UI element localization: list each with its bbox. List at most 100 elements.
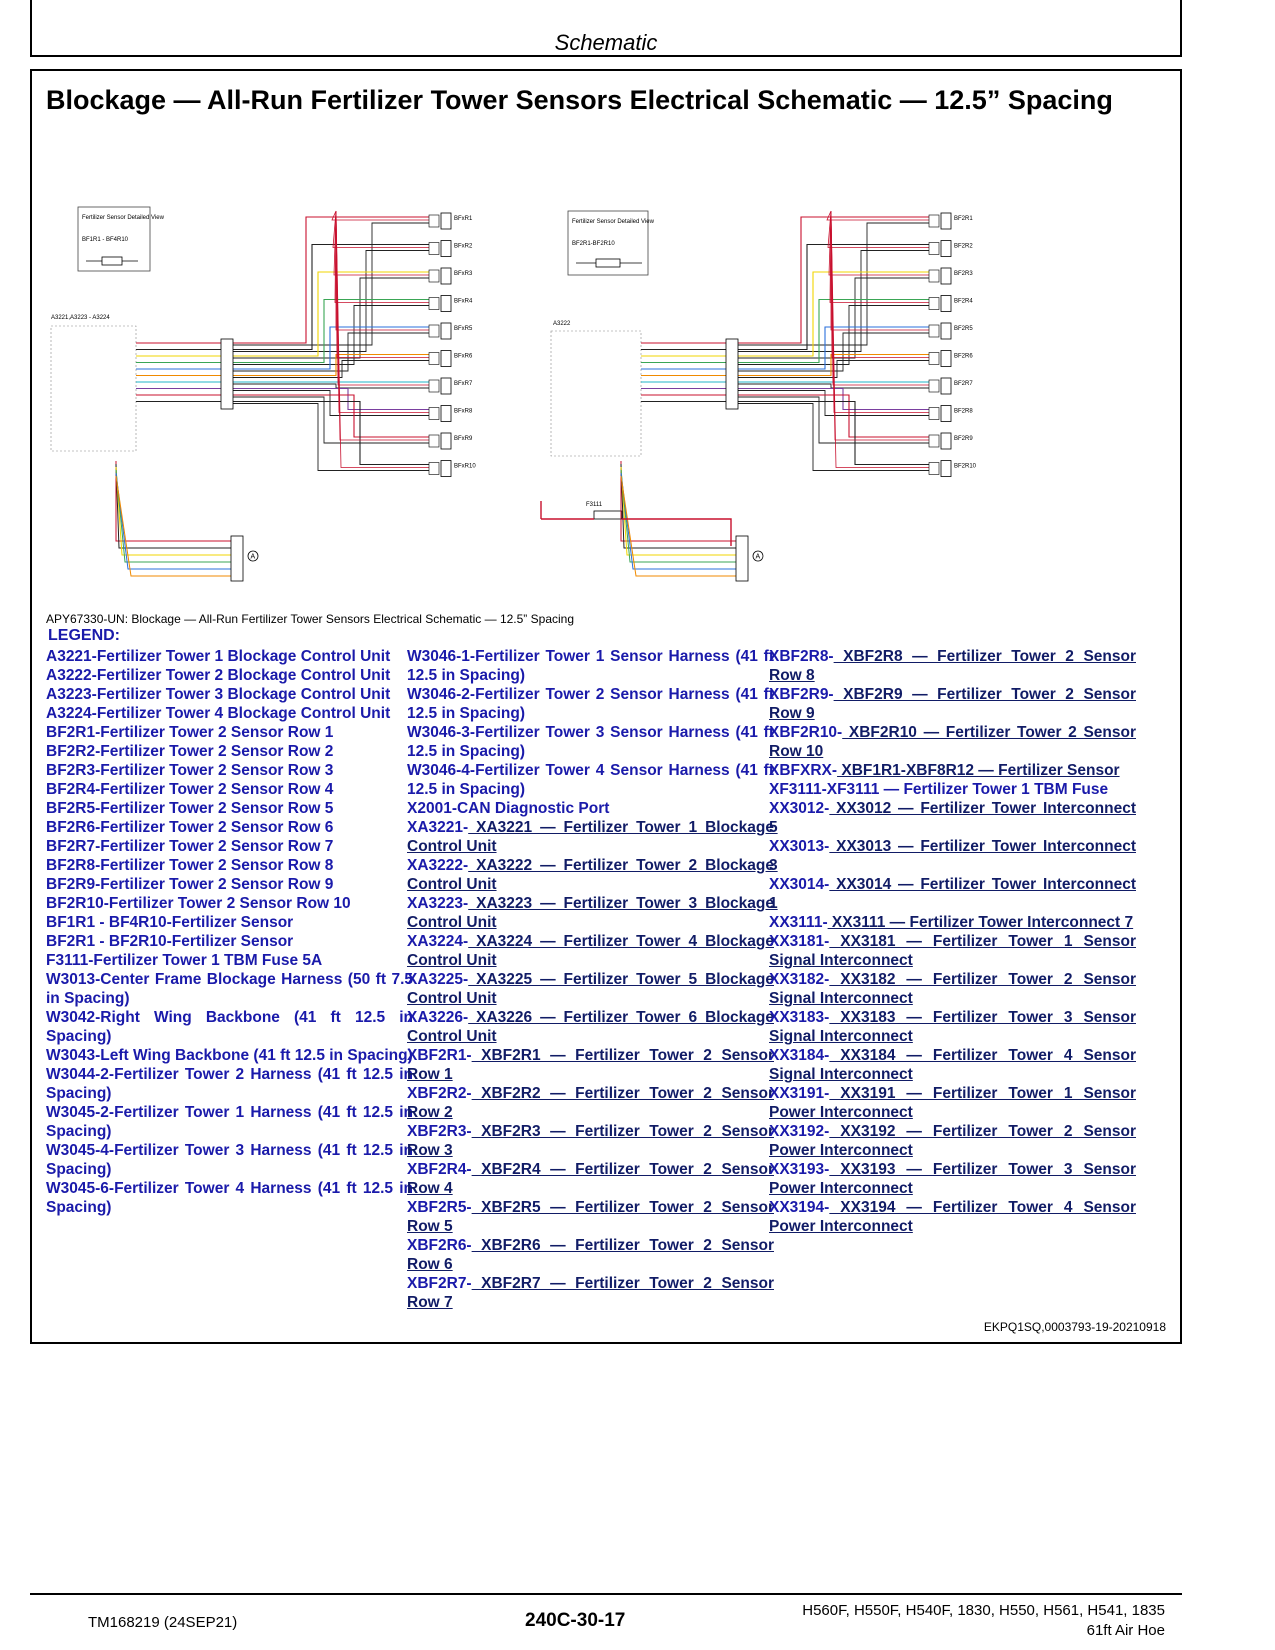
legend-link: XA3223 — Fertilizer Tower 3 Blockage Con… [407, 895, 774, 931]
legend-code: XX3193- [769, 1161, 830, 1178]
legend-item[interactable]: XX3013- XX3013 — Fertilizer Tower Interc… [769, 837, 1136, 875]
legend-item[interactable]: XBF2R6- XBF2R6 — Fertilizer Tower 2 Sens… [407, 1236, 774, 1274]
wire [233, 222, 429, 346]
sensor-connector [928, 434, 940, 448]
wire [620, 475, 736, 577]
right-detail-title: Fertilizer Sensor Detailed View [572, 219, 655, 225]
legend-text: CAN Diagnostic Port [456, 800, 610, 817]
legend-code: BF2R3- [46, 762, 101, 779]
legend-item: BF2R6-Fertilizer Tower 2 Sensor Row 6 [46, 818, 413, 837]
wire [830, 211, 929, 331]
legend-item[interactable]: XBFXRX- XBF1R1-XBF8R12 — Fertilizer Sens… [769, 761, 1136, 780]
sensor-label: BFxR10 [454, 464, 476, 470]
legend-item: XF3111-XF3111 — Fertilizer Tower 1 TBM F… [769, 780, 1136, 799]
legend-code: XBF2R7- [407, 1275, 472, 1292]
legend-item[interactable]: XBF2R8- XBF2R8 — Fertilizer Tower 2 Sens… [769, 647, 1136, 685]
wire [620, 466, 736, 556]
legend-code: XX3191- [769, 1085, 830, 1102]
legend-item[interactable]: XBF2R5- XBF2R5 — Fertilizer Tower 2 Sens… [407, 1198, 774, 1236]
wire [233, 277, 429, 359]
legend-item[interactable]: XX3182- XX3182 — Fertilizer Tower 2 Sens… [769, 970, 1136, 1008]
legend-item: A3222-Fertilizer Tower 2 Blockage Contro… [46, 666, 413, 685]
sensor-connector [928, 242, 940, 255]
legend-item[interactable]: XX3183- XX3183 — Fertilizer Tower 3 Sens… [769, 1008, 1136, 1046]
legend-text: Fertilizer Tower 3 Harness (41 ft 12.5 i… [46, 1142, 413, 1178]
legend-code: XA3222- [407, 857, 469, 874]
legend-item[interactable]: XX3012- XX3012 — Fertilizer Tower Interc… [769, 799, 1136, 837]
legend-item[interactable]: XX3181- XX3181 — Fertilizer Tower 1 Sens… [769, 932, 1136, 970]
sensor-connector [428, 242, 440, 255]
legend-link: XBF1R1-XBF8R12 — Fertilizer Sensor [837, 762, 1120, 779]
wire [115, 466, 231, 556]
legend-link: XBF2R7 — Fertilizer Tower 2 Sensor Row 7 [407, 1275, 774, 1311]
legend-item[interactable]: XBF2R9- XBF2R9 — Fertilizer Tower 2 Sens… [769, 685, 1136, 723]
wire [738, 277, 929, 359]
legend-column-2: W3046-1-Fertilizer Tower 1 Sensor Harnes… [407, 647, 774, 1312]
legend-code: XX3194- [769, 1199, 830, 1216]
legend-code: A3222- [46, 667, 97, 684]
legend-item[interactable]: XX3191- XX3191 — Fertilizer Tower 1 Sens… [769, 1084, 1136, 1122]
models: H560F, H550F, H540F, 1830, H550, H561, H… [802, 1602, 1165, 1619]
legend-item: BF2R4-Fertilizer Tower 2 Sensor Row 4 [46, 780, 413, 799]
wire [233, 396, 429, 444]
legend-item[interactable]: XX3193- XX3193 — Fertilizer Tower 3 Sens… [769, 1160, 1136, 1198]
wire [828, 210, 929, 276]
page-number: 240C-30-17 [525, 1610, 626, 1631]
legend-item[interactable]: XA3226- XA3226 — Fertilizer Tower 6 Bloc… [407, 1008, 774, 1046]
document-id: EKPQ1SQ,0003793-19-20210918 [983, 1320, 1166, 1334]
legend-item[interactable]: XX3184- XX3184 — Fertilizer Tower 4 Sens… [769, 1046, 1136, 1084]
legend-item: BF2R2-Fertilizer Tower 2 Sensor Row 2 [46, 742, 413, 761]
wire [738, 387, 929, 411]
sensor-label: BFxR4 [454, 299, 473, 305]
wire [233, 394, 429, 438]
wire [738, 243, 929, 351]
legend-item[interactable]: XA3223- XA3223 — Fertilizer Tower 3 Bloc… [407, 894, 774, 932]
legend-item[interactable]: XBF2R2- XBF2R2 — Fertilizer Tower 2 Sens… [407, 1084, 774, 1122]
fertilizer-sensor-icon [440, 377, 452, 395]
legend-text: Fertilizer Tower 2 Sensor Row 8 [100, 857, 334, 874]
legend-text: Fertilizer Tower 2 Sensor Row 9 [100, 876, 334, 893]
legend-code: BF2R1 - BF2R10- [46, 933, 172, 950]
legend-item[interactable]: XBF2R4- XBF2R4 — Fertilizer Tower 2 Sens… [407, 1160, 774, 1198]
legend-text: Fertilizer Tower 2 Blockage Control Unit [96, 667, 391, 684]
legend-code: BF2R8- [46, 857, 101, 874]
wire [829, 210, 929, 303]
schematic-section: Blockage — All-Run Fertilizer Tower Sens… [30, 69, 1182, 1344]
legend-item[interactable]: XX3194- XX3194 — Fertilizer Tower 4 Sens… [769, 1198, 1136, 1236]
wire [233, 353, 429, 377]
legend-item[interactable]: XA3222- XA3222 — Fertilizer Tower 2 Bloc… [407, 856, 774, 894]
legend-link: XX3194 — Fertilizer Tower 4 Sensor Power… [769, 1199, 1136, 1235]
page-header: Schematic [30, 0, 1182, 57]
wire [233, 383, 429, 389]
fertilizer-sensor-icon [940, 322, 952, 340]
legend-link: XBF2R2 — Fertilizer Tower 2 Sensor Row 2 [407, 1085, 774, 1121]
fertilizer-sensor-icon [440, 432, 452, 450]
legend-text: Fertilizer Tower 4 Blockage Control Unit [96, 705, 391, 722]
wire [738, 353, 929, 377]
legend-item[interactable]: XX3192- XX3192 — Fertilizer Tower 2 Sens… [769, 1122, 1136, 1160]
legend-item[interactable]: XX3014- XX3014 — Fertilizer Tower Interc… [769, 875, 1136, 913]
legend-item[interactable]: XBF2R7- XBF2R7 — Fertilizer Tower 2 Sens… [407, 1274, 774, 1312]
legend-item: F3111-Fertilizer Tower 1 TBM Fuse 5A [46, 951, 413, 970]
legend-text: Right Wing Backbone (41 ft 12.5 in Spaci… [46, 1009, 413, 1045]
legend-item[interactable]: XX3111- XX3111 — Fertilizer Tower Interc… [769, 913, 1136, 932]
legend-code: XBF2R5- [407, 1199, 472, 1216]
legend-item[interactable]: XBF2R10- XBF2R10 — Fertilizer Tower 2 Se… [769, 723, 1136, 761]
legend-link: XA3222 — Fertilizer Tower 2 Blockage Con… [407, 857, 774, 893]
wire [332, 210, 429, 248]
legend-item: A3223-Fertilizer Tower 3 Blockage Contro… [46, 685, 413, 704]
legend-item[interactable]: XBF2R3- XBF2R3 — Fertilizer Tower 2 Sens… [407, 1122, 774, 1160]
machine-name: 61ft Air Hoe [1086, 1622, 1165, 1639]
legend-item[interactable]: XBF2R1- XBF2R1 — Fertilizer Tower 2 Sens… [407, 1046, 774, 1084]
legend-link: XX3012 — Fertilizer Tower Interconnect 5 [769, 800, 1136, 836]
legend-item[interactable]: XA3221- XA3221 — Fertilizer Tower 1 Bloc… [407, 818, 774, 856]
legend-code: XBF2R10- [769, 724, 843, 741]
fertilizer-sensor-icon [940, 267, 952, 285]
left-control-unit [50, 325, 137, 452]
legend-code: XX3192- [769, 1123, 830, 1140]
fertilizer-sensor-icon [940, 240, 952, 257]
legend-item[interactable]: XA3224- XA3224 — Fertilizer Tower 4 Bloc… [407, 932, 774, 970]
wire [115, 461, 231, 542]
legend-item[interactable]: XA3225- XA3225 — Fertilizer Tower 5 Bloc… [407, 970, 774, 1008]
fertilizer-sensor-icon [440, 405, 452, 422]
